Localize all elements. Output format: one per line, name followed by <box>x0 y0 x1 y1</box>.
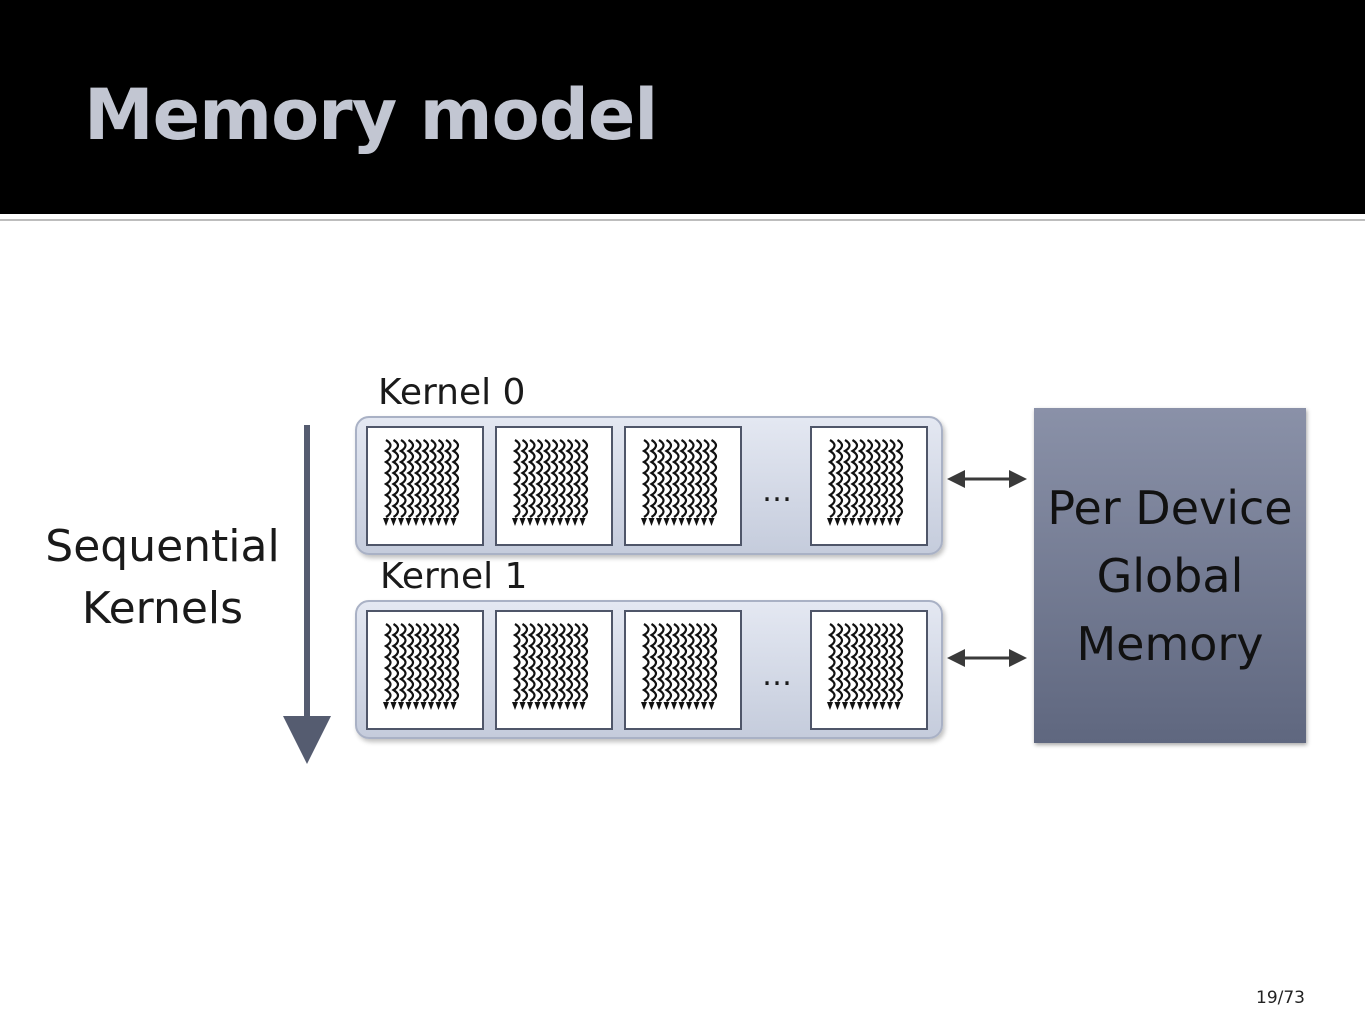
kernel-0-ellipsis: … <box>762 474 792 509</box>
thread-wave-icon <box>827 623 904 710</box>
memory-label-line-1: Per Device <box>1047 480 1293 535</box>
kernel-1-ellipsis: … <box>762 658 792 693</box>
thread-block <box>495 610 613 730</box>
global-memory-label: Per Device Global Memory <box>1047 474 1292 678</box>
thread-block <box>366 426 484 546</box>
thread-block <box>810 426 928 546</box>
memory-label-line-2: Global <box>1096 548 1244 603</box>
sequential-kernels-label: Sequential Kernels <box>40 516 285 640</box>
thread-block <box>495 426 613 546</box>
kernel-0-group: … <box>355 416 943 555</box>
sequential-label-line-1: Sequential <box>45 521 280 572</box>
title-divider <box>0 219 1365 221</box>
slide-title: Memory model <box>84 74 658 156</box>
thread-wave-icon <box>512 439 589 526</box>
page-number: 19/73 <box>1256 988 1305 1008</box>
thread-block <box>810 610 928 730</box>
kernel-1-label: Kernel 1 <box>380 556 528 597</box>
thread-wave-icon <box>512 623 589 710</box>
thread-block <box>624 426 742 546</box>
kernel-1-group: … <box>355 600 943 739</box>
thread-block <box>624 610 742 730</box>
sequential-label-line-2: Kernels <box>81 583 244 634</box>
thread-wave-icon <box>641 623 718 710</box>
thread-wave-icon <box>383 623 460 710</box>
thread-wave-icon <box>827 439 904 526</box>
thread-block <box>366 610 484 730</box>
kernel-0-label: Kernel 0 <box>378 372 526 413</box>
memory-label-line-3: Memory <box>1076 616 1264 671</box>
thread-wave-icon <box>641 439 718 526</box>
title-bar <box>0 0 1365 214</box>
global-memory-box: Per Device Global Memory <box>1034 408 1306 743</box>
thread-wave-icon <box>383 439 460 526</box>
